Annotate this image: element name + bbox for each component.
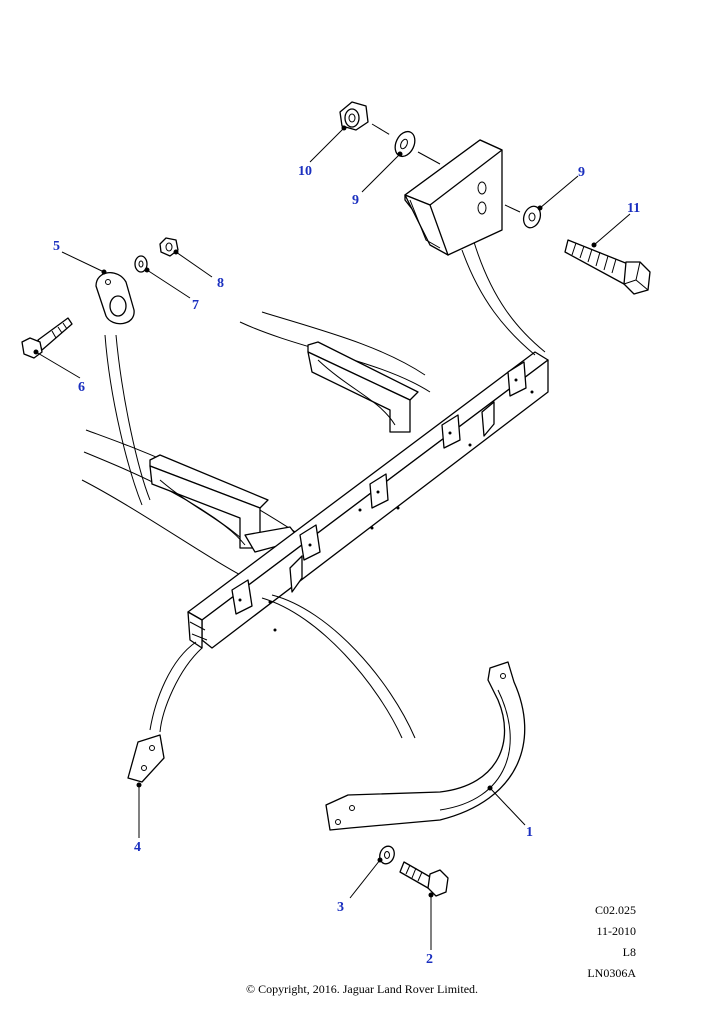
drawing-code: L8 [622, 945, 636, 959]
mounting-block [404, 139, 503, 256]
drawing-date: 11-2010 [596, 924, 636, 938]
rear-cross-member [307, 341, 419, 433]
callout-4: 4 [134, 840, 141, 855]
association-lines [104, 241, 546, 739]
callout-9-upper: 9 [352, 193, 359, 208]
axis-line-top [371, 123, 441, 165]
callout-11: 11 [627, 201, 640, 216]
callout-1: 1 [526, 825, 533, 840]
nut-part-10 [339, 101, 369, 131]
callout-6: 6 [78, 380, 85, 395]
callout-8: 8 [217, 276, 224, 291]
callout-2: 2 [426, 952, 433, 967]
bolt-part-11 [564, 239, 651, 295]
callout-10: 10 [298, 164, 312, 179]
leader-lines [33, 125, 631, 950]
bolt-part-2 [399, 861, 449, 897]
callout-3: 3 [337, 900, 344, 915]
bracket-part-4 [127, 734, 165, 783]
nut-part-8 [159, 237, 179, 257]
washer-part-9-upper [394, 130, 416, 158]
washer-part-3 [379, 845, 395, 865]
illustration-number: LN0306A [587, 966, 636, 980]
plate-part-5 [95, 272, 135, 325]
callout-9-right: 9 [578, 165, 585, 180]
chassis-rail [187, 351, 549, 649]
front-cross-member [149, 454, 301, 553]
washer-part-7 [134, 255, 148, 273]
bolt-part-6 [21, 317, 73, 359]
washer-part-9-right [504, 204, 542, 229]
copyright-notice: © Copyright, 2016. Jaguar Land Rover Lim… [245, 982, 479, 996]
strap-part-1 [325, 661, 526, 831]
drawing-reference: C02.025 [594, 903, 636, 917]
callout-5: 5 [53, 239, 60, 254]
callout-7: 7 [192, 298, 199, 313]
callout-labels: 1 2 3 4 5 6 7 8 9 9 10 11 [53, 164, 640, 967]
